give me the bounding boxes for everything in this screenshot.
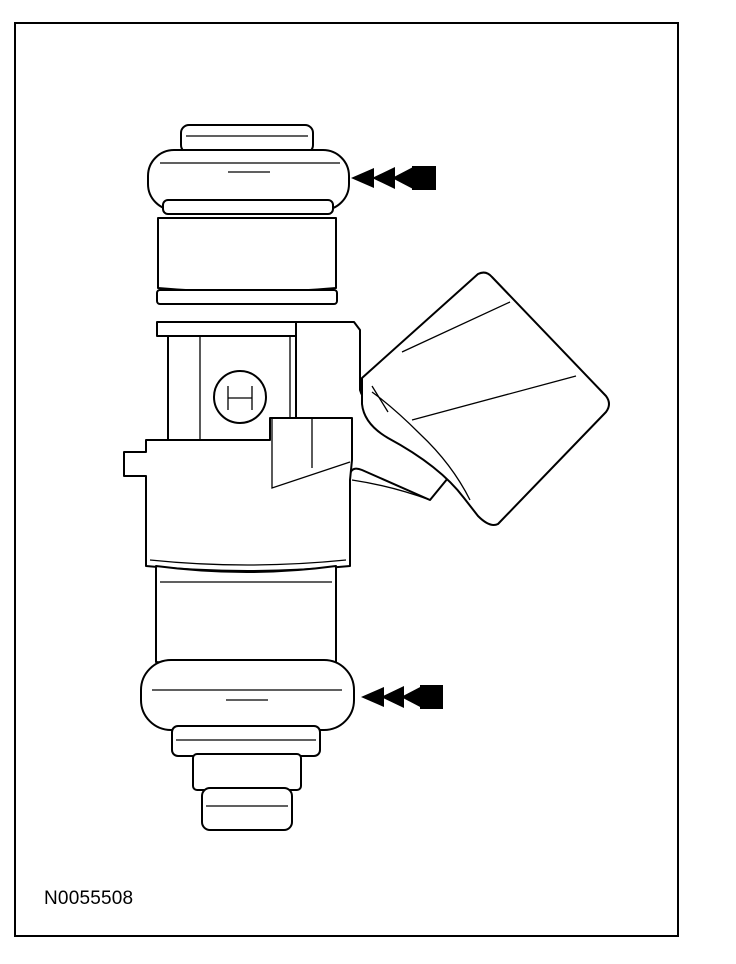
upper-collar	[162, 199, 334, 215]
retaining-clip	[213, 370, 267, 424]
housing-top-plate	[156, 321, 304, 337]
lower-body	[155, 565, 337, 668]
upper-ring	[156, 289, 338, 305]
injector-top-cap	[180, 124, 314, 154]
figure-code: N0055508	[44, 888, 134, 909]
upper-callout-arrow	[351, 166, 436, 190]
lower-collar	[171, 725, 321, 757]
lower-callout-arrow	[361, 685, 443, 709]
middle-body	[123, 417, 353, 572]
lower-o-ring	[140, 659, 355, 731]
upper-body	[157, 217, 337, 293]
nozzle-tip	[192, 753, 302, 831]
diagram-frame	[14, 22, 679, 937]
